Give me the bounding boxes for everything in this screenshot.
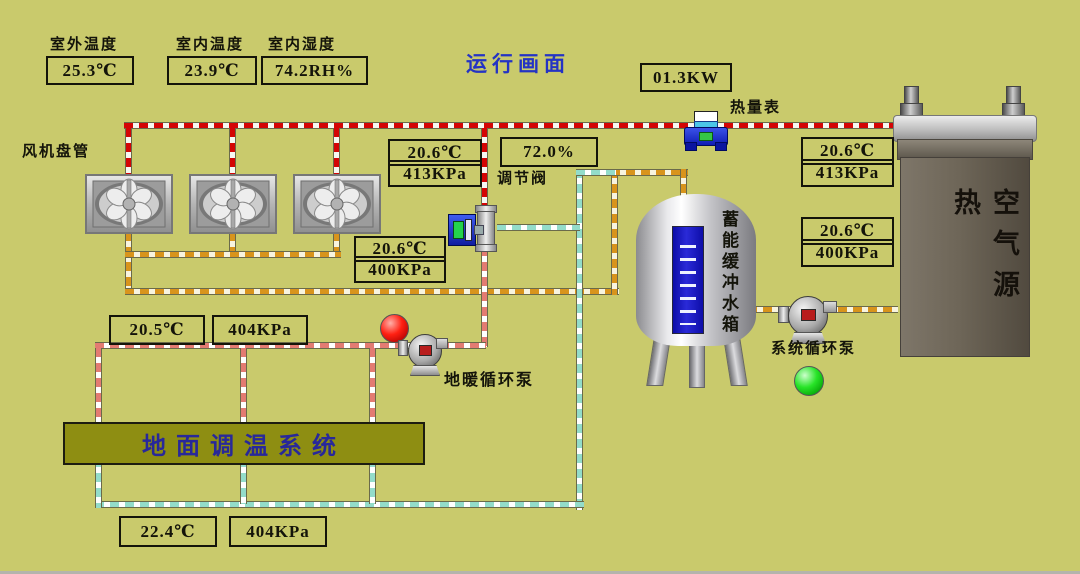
- tank-level-gauge: [672, 226, 704, 334]
- pipe: [125, 251, 341, 258]
- pipe: [95, 501, 584, 508]
- control-valve-actuator-icon[interactable]: [448, 214, 484, 246]
- air-source-heat-label: 空气源热: [950, 188, 1019, 311]
- pipe: [229, 128, 236, 175]
- heat-meter-power-value: 01.3KW: [640, 63, 732, 92]
- tank-leg: [689, 342, 705, 388]
- valve-flange: [475, 244, 497, 252]
- pipe: [240, 458, 247, 504]
- supply-pressure-value: 413KPa: [388, 160, 482, 187]
- floor-system-banner: 地面调温系统: [63, 422, 425, 465]
- system-pump-label: 系统循环泵: [771, 341, 857, 357]
- floor-pump-icon[interactable]: [398, 328, 448, 378]
- pipe: [229, 232, 236, 255]
- source-supply-temp-value: 20.6℃: [801, 137, 894, 165]
- pipe: [333, 232, 340, 255]
- floor-supply-pressure-value: 404KPa: [212, 315, 308, 345]
- outdoor-temp-value: 25.3℃: [46, 56, 134, 85]
- floor-return-temp-value: 22.4℃: [119, 516, 217, 547]
- pipe: [369, 458, 376, 504]
- fan-coil-unit-icon: [293, 174, 381, 234]
- pipe: [481, 128, 488, 214]
- unit-cap: [893, 115, 1037, 142]
- status-lamp-green: [794, 366, 824, 396]
- indoor-humidity-label: 室内湿度: [268, 37, 337, 53]
- pipe: [611, 169, 618, 295]
- return-temp-value: 20.6℃: [354, 236, 446, 262]
- pipe: [333, 128, 340, 175]
- valve-opening-value: 72.0%: [500, 137, 598, 167]
- air-source-heat-unit-icon[interactable]: [900, 157, 1030, 357]
- pipe: [576, 169, 616, 176]
- pipe: [369, 348, 376, 426]
- pipe: [95, 348, 102, 426]
- heat-meter-label: 热量表: [730, 100, 782, 116]
- valve-label: 调节阀: [497, 171, 549, 187]
- page-title: 运行画面: [466, 52, 570, 76]
- source-return-temp-value: 20.6℃: [801, 217, 894, 245]
- indoor-humidity-value: 74.2RH%: [261, 56, 368, 85]
- pipe: [497, 224, 580, 231]
- pipe: [125, 232, 132, 292]
- pipe: [240, 348, 247, 426]
- pipe: [125, 288, 619, 295]
- pipe: [481, 247, 488, 347]
- fan-coil-label: 风机盘管: [22, 144, 91, 160]
- indoor-temp-label: 室内温度: [176, 37, 245, 53]
- floor-pump-label: 地暖循环泵: [444, 372, 535, 389]
- fan-coil-unit-icon: [189, 174, 277, 234]
- pipe: [95, 458, 102, 508]
- indoor-temp-value: 23.9℃: [167, 56, 257, 85]
- buffer-tank-label: 蓄能缓冲水箱: [719, 210, 738, 336]
- heat-meter-icon[interactable]: [684, 111, 728, 151]
- outdoor-temp-label: 室外温度: [50, 37, 119, 53]
- pipe: [576, 169, 583, 510]
- floor-return-pressure-value: 404KPa: [229, 516, 327, 547]
- floor-supply-temp-value: 20.5℃: [109, 315, 205, 345]
- pipe-hot-main: [124, 122, 894, 129]
- source-supply-pressure-value: 413KPa: [801, 159, 894, 187]
- return-pressure-value: 400KPa: [354, 256, 446, 283]
- pipe: [125, 128, 132, 175]
- source-return-pressure-value: 400KPa: [801, 239, 894, 267]
- supply-temp-value: 20.6℃: [388, 139, 482, 166]
- pipe: [95, 342, 486, 349]
- tank-leg: [646, 338, 671, 386]
- alarm-lamp-red: [380, 314, 409, 343]
- pipe: [680, 169, 687, 203]
- pipe: [611, 169, 688, 176]
- fan-coil-unit-icon: [85, 174, 173, 234]
- system-pump-icon[interactable]: [778, 292, 838, 344]
